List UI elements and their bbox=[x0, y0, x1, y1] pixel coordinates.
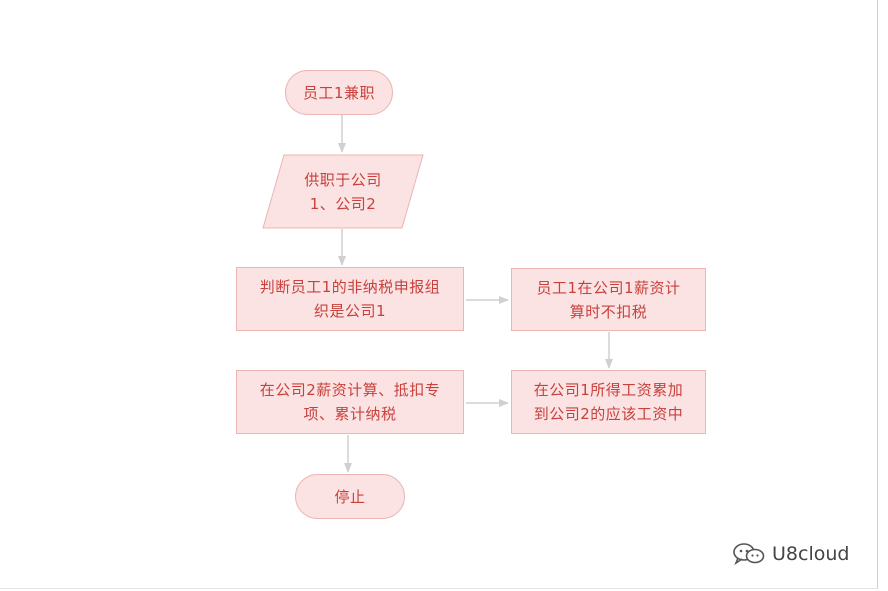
start-node: 员工1兼职 bbox=[285, 70, 393, 115]
watermark: U8cloud bbox=[732, 541, 849, 567]
employment-node-label: 供职于公司 1、公司2 bbox=[304, 170, 382, 213]
company2-calc-node: 在公司2薪资计算、抵扣专 项、累计纳税 bbox=[236, 370, 464, 434]
parallelogram-shape bbox=[262, 154, 424, 229]
judge-node: 判断员工1的非纳税申报组 织是公司1 bbox=[236, 267, 464, 331]
watermark-text: U8cloud bbox=[772, 543, 850, 565]
stop-node-label: 停止 bbox=[334, 487, 366, 506]
wechat-icon bbox=[733, 543, 765, 566]
judge-node-label: 判断员工1的非纳税申报组 织是公司1 bbox=[259, 278, 441, 320]
start-node-label: 员工1兼职 bbox=[302, 83, 376, 102]
accumulate-node: 在公司1所得工资累加 到公司2的应该工资中 bbox=[511, 370, 706, 434]
accumulate-node-label: 在公司1所得工资累加 到公司2的应该工资中 bbox=[533, 381, 684, 423]
no-withholding-node-label: 员工1在公司1薪资计 算时不扣税 bbox=[536, 278, 681, 321]
employment-node: 供职于公司 1、公司2 bbox=[262, 154, 424, 229]
company2-calc-node-label: 在公司2薪资计算、抵扣专 项、累计纳税 bbox=[259, 381, 441, 423]
stop-node: 停止 bbox=[295, 474, 405, 519]
no-withholding-node: 员工1在公司1薪资计 算时不扣税 bbox=[511, 268, 706, 331]
